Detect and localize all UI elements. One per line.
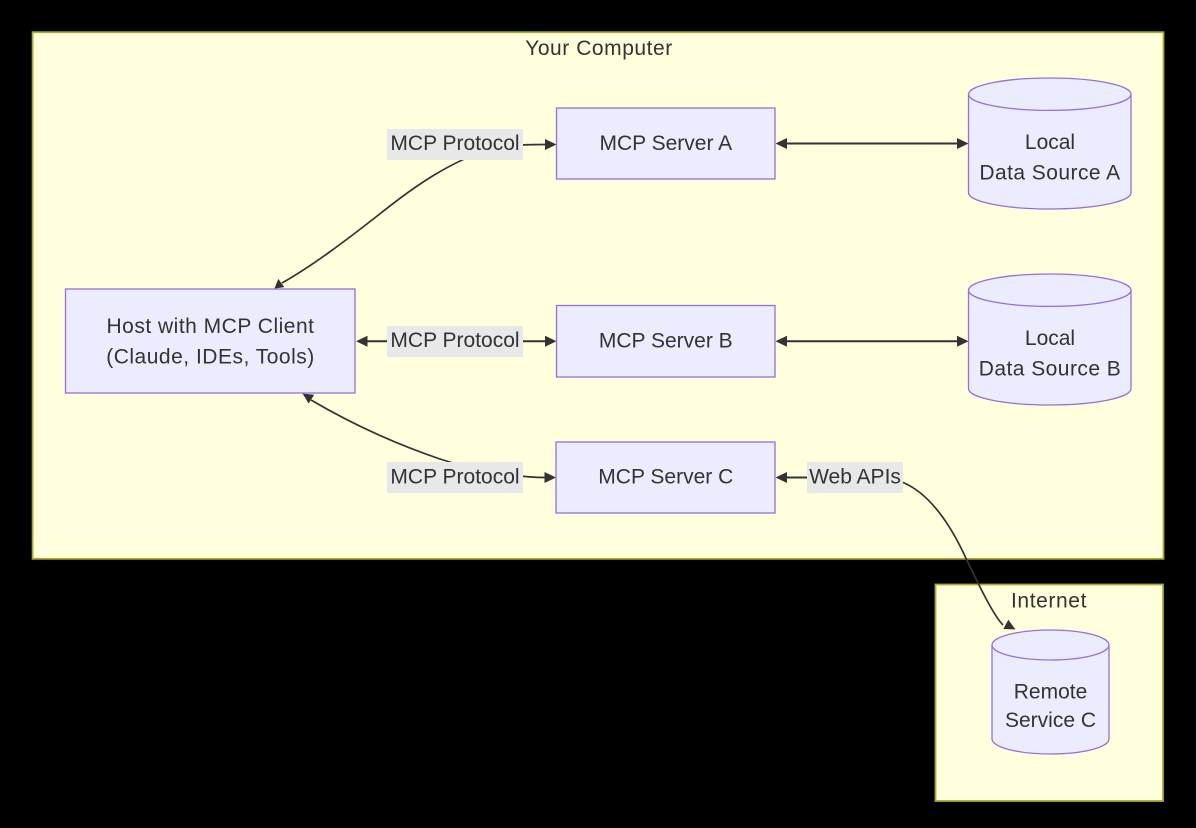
svg-text:Service C: Service C	[1005, 709, 1096, 732]
svg-text:Web APIs: Web APIs	[809, 466, 901, 489]
svg-text:Remote: Remote	[1014, 681, 1088, 704]
svg-text:Local: Local	[1025, 327, 1075, 350]
svg-text:Data Source B: Data Source B	[979, 358, 1121, 381]
svg-text:MCP Server A: MCP Server A	[599, 132, 732, 155]
svg-text:MCP Protocol: MCP Protocol	[390, 466, 519, 489]
svg-text:(Claude, IDEs, Tools): (Claude, IDEs, Tools)	[106, 346, 315, 369]
svg-text:Host with MCP Client: Host with MCP Client	[106, 315, 314, 338]
svg-text:Internet: Internet	[1011, 590, 1087, 613]
svg-text:Data Source A: Data Source A	[979, 162, 1120, 185]
svg-text:Local: Local	[1025, 131, 1075, 154]
svg-text:MCP Server C: MCP Server C	[598, 466, 733, 489]
svg-text:MCP Server B: MCP Server B	[599, 329, 733, 352]
svg-text:Your Computer: Your Computer	[525, 37, 673, 60]
svg-text:MCP Protocol: MCP Protocol	[390, 132, 519, 155]
svg-text:MCP Protocol: MCP Protocol	[390, 329, 519, 352]
